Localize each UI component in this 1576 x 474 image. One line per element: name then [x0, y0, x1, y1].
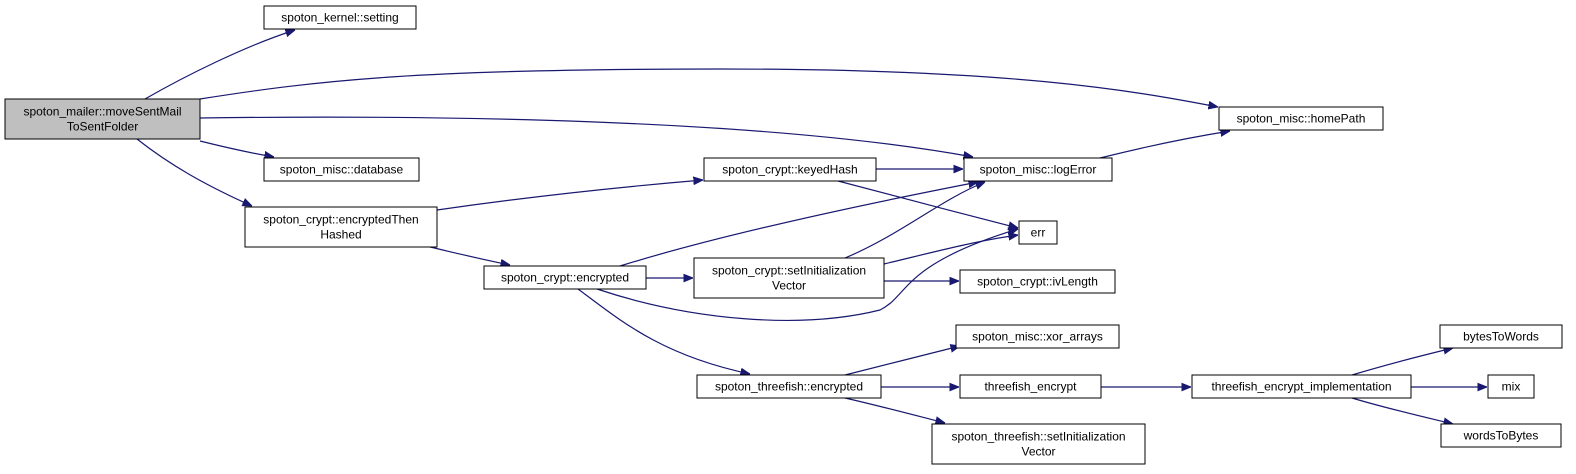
node-box [1218, 106, 1384, 131]
node-label: spoton_crypt::encrypted [501, 271, 629, 285]
edge-moveSentMailToSentFolder-to-homePath [199, 68, 1218, 107]
edge-threefish_encrypt_implementation-to-wordsToBytes [1351, 397, 1453, 424]
node-threefish_encrypt[interactable]: threefish_encrypt [959, 374, 1102, 399]
node-label: spoton_misc::database [280, 163, 404, 177]
node-label: spoton_crypt::ivLength [977, 275, 1098, 289]
node-label: Vector [772, 279, 806, 293]
edge-keyedHash-to-err [837, 180, 1018, 228]
node-box [244, 206, 438, 248]
edge-setInitializationVector-to-err [883, 235, 1018, 265]
node-ivLength[interactable]: spoton_crypt::ivLength [959, 269, 1116, 294]
node-label: Vector [1021, 445, 1055, 459]
node-box [703, 157, 877, 182]
edge-setInitializationVector-to-logError [844, 181, 985, 259]
edge-moveSentMailToSentFolder-to-database [199, 140, 274, 157]
node-keyedHash[interactable]: spoton_crypt::keyedHash [703, 157, 877, 182]
edge-encryptedThenHashed-to-encrypted [429, 246, 510, 265]
node-box [959, 269, 1116, 294]
node-homePath[interactable]: spoton_misc::homePath [1218, 106, 1384, 131]
node-err[interactable]: err [1018, 220, 1058, 245]
node-box [1487, 374, 1535, 399]
node-label: bytesToWords [1463, 330, 1539, 344]
edges-layer [136, 30, 1487, 424]
node-label: mix [1502, 380, 1521, 394]
node-label: spoton_kernel::setting [281, 11, 398, 25]
node-label: ToSentFolder [67, 120, 138, 134]
node-box [483, 265, 647, 290]
node-threefishSetInitializationVector[interactable]: spoton_threefish::setInitializationVecto… [931, 423, 1146, 465]
node-label: spoton_crypt::keyedHash [722, 163, 857, 177]
node-box [959, 374, 1102, 399]
node-label: spoton_threefish::encrypted [715, 380, 863, 394]
node-box [696, 374, 882, 399]
edge-encrypted-to-err [596, 229, 1018, 321]
node-label: wordsToBytes [1463, 429, 1539, 443]
node-setting[interactable]: spoton_kernel::setting [263, 5, 417, 30]
edge-threefish_encrypt_implementation-to-bytesToWords [1351, 348, 1453, 376]
node-box [693, 257, 885, 299]
node-label: spoton_misc::logError [980, 163, 1097, 177]
node-database[interactable]: spoton_misc::database [263, 157, 420, 182]
edge-moveSentMailToSentFolder-to-setting [144, 30, 295, 100]
node-wordsToBytes[interactable]: wordsToBytes [1440, 423, 1562, 448]
node-box [955, 324, 1120, 349]
node-label: spoton_mailer::moveSentMail [23, 105, 181, 119]
node-box [1440, 423, 1562, 448]
edge-encrypted-to-threefishEncrypted [577, 288, 750, 374]
node-encrypted[interactable]: spoton_crypt::encrypted [483, 265, 647, 290]
node-box [1018, 220, 1058, 245]
node-label: spoton_crypt::setInitialization [712, 264, 866, 278]
edge-encryptedThenHashed-to-keyedHash [436, 180, 703, 211]
node-label: spoton_crypt::encryptedThen [263, 213, 418, 227]
node-xor_arrays[interactable]: spoton_misc::xor_arrays [955, 324, 1120, 349]
node-box [1439, 324, 1563, 349]
node-label: err [1031, 226, 1046, 240]
edge-encrypted-to-logError [619, 182, 978, 267]
node-label: Hashed [320, 228, 361, 242]
node-box [263, 157, 420, 182]
node-label: spoton_misc::xor_arrays [972, 330, 1103, 344]
edge-moveSentMailToSentFolder-to-logError [199, 116, 973, 157]
node-box [963, 157, 1113, 182]
node-box [1191, 374, 1412, 399]
node-label: threefish_encrypt [984, 380, 1077, 394]
node-label: spoton_threefish::setInitialization [951, 430, 1125, 444]
nodes-layer: spoton_mailer::moveSentMailToSentFolders… [4, 5, 1563, 465]
node-logError[interactable]: spoton_misc::logError [963, 157, 1113, 182]
node-mix[interactable]: mix [1487, 374, 1535, 399]
edge-logError-to-homePath [1099, 131, 1230, 159]
node-bytesToWords[interactable]: bytesToWords [1439, 324, 1563, 349]
node-box [931, 423, 1146, 465]
node-threefishEncrypted[interactable]: spoton_threefish::encrypted [696, 374, 882, 399]
node-box [263, 5, 417, 30]
node-box [4, 98, 201, 140]
edge-moveSentMailToSentFolder-to-encryptedThenHashed [136, 138, 252, 207]
edge-threefishEncrypted-to-xor_arrays [844, 346, 960, 376]
node-label: threefish_encrypt_implementation [1211, 380, 1391, 394]
edge-threefishEncrypted-to-threefishSetInitializationVector [844, 397, 945, 423]
node-label: spoton_misc::homePath [1237, 112, 1366, 126]
node-threefish_encrypt_implementation[interactable]: threefish_encrypt_implementation [1191, 374, 1412, 399]
